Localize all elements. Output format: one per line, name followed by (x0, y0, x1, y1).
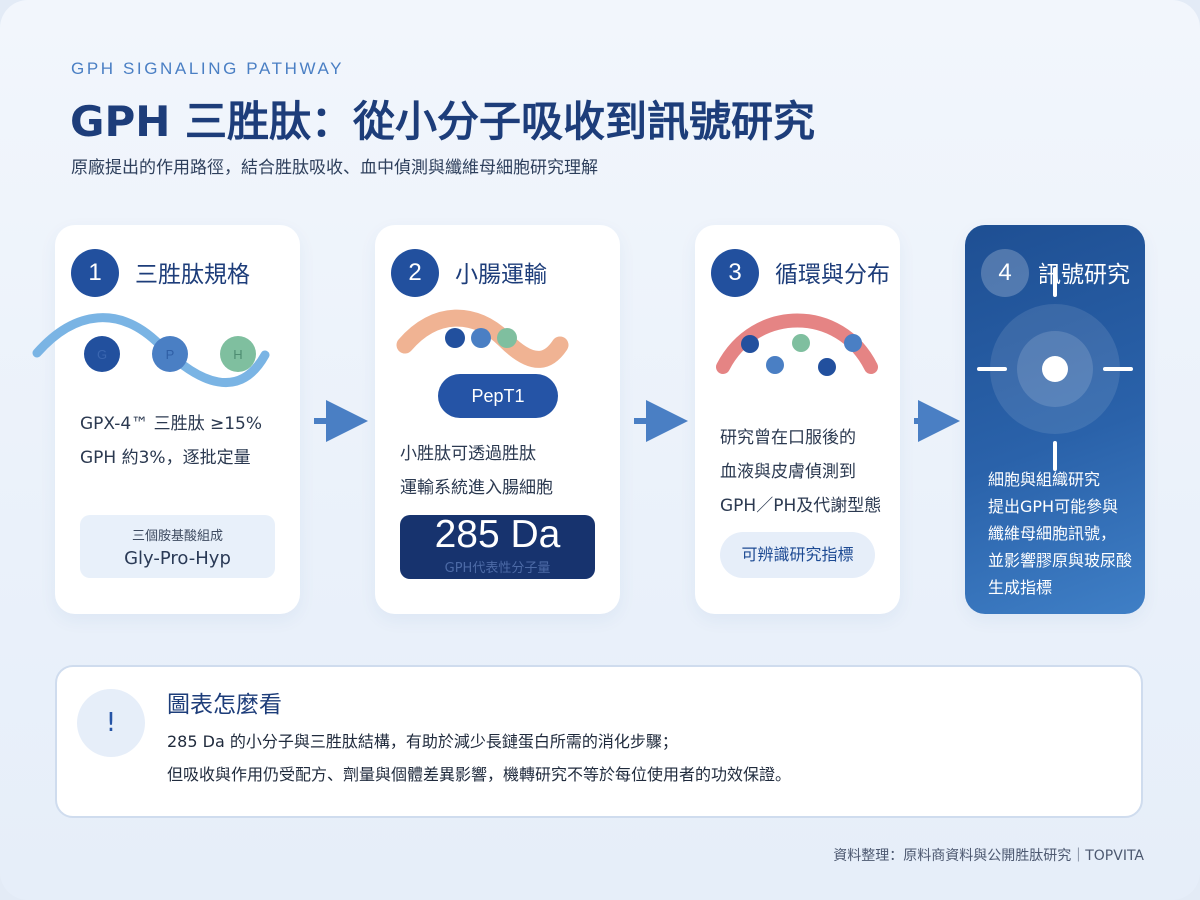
peptide-dot-icon (445, 328, 465, 348)
intestine-desc-line: 小胜肽可透過胜肽 (400, 444, 536, 464)
step-number-badge: 1 (71, 249, 119, 297)
circulation-desc-line: 血液與皮膚偵測到 (720, 462, 856, 482)
signal-target-icon (977, 267, 1133, 471)
panel-title: 圖表怎麼看 (167, 692, 282, 718)
spec-desc-line: GPX-4™ 三胜肽 ≥15% (80, 414, 263, 434)
panel-line: 但吸收與作用仍受配方、劑量與個體差異影響，機轉研究不等於每位使用者的功效保證。 (167, 765, 792, 784)
spec-desc-line: GPH 約3%，逐批定量 (80, 448, 251, 468)
how-to-read-panel: ! 圖表怎麼看 285 Da 的小分子與三胜肽結構，有助於減少長鏈蛋白所需的消化… (55, 665, 1143, 818)
circulation-desc: 研究曾在口服後的 血液與皮膚偵測到 GPH／PH及代謝型態 (720, 421, 881, 523)
molecule-dot-icon (792, 334, 810, 352)
blood-vessel-illustration (716, 313, 878, 376)
signaling-desc-line: 並影響膠原與玻尿酸 (988, 551, 1133, 570)
molecule-p-label: P (166, 347, 175, 362)
signaling-desc-line: 細胞與組織研究 (988, 470, 1101, 489)
amino-acid-sequence: Gly-Pro-Hyp (124, 548, 231, 569)
molecular-weight-box: 285 Da GPH代表性分子量 (400, 515, 595, 579)
molecule-g-label: G (97, 347, 107, 362)
intestine-desc: 小胜肽可透過胜肽 運輸系統進入腸細胞 (400, 437, 553, 505)
signaling-desc-line: 生成指標 (988, 578, 1053, 597)
step-card-circulation: 3 循環與分布 研究曾在口服後的 血液與皮膚偵測到 GPH／PH及代謝型態 可辨… (695, 225, 900, 614)
circulation-desc-line: 研究曾在口服後的 (720, 428, 856, 448)
spec-desc: GPX-4™ 三胜肽 ≥15% GPH 約3%，逐批定量 (80, 407, 262, 475)
amino-acid-caption: 三個胺基酸組成 (131, 529, 223, 544)
circulation-desc-line: GPH／PH及代謝型態 (720, 496, 882, 516)
step-title: 循環與分布 (775, 262, 890, 288)
tripeptide-wave-illustration: G P H (32, 313, 270, 387)
research-marker-pill: 可辨識研究指標 (720, 532, 875, 578)
molecule-dot-icon (741, 335, 759, 353)
peptide-dot-icon (497, 328, 517, 348)
peptide-dot-icon (471, 328, 491, 348)
molecule-dot-icon (766, 356, 784, 374)
flow-arrow-icon (914, 400, 960, 442)
panel-line: 285 Da 的小分子與三胜肽結構，有助於減少長鏈蛋白所需的消化步驟； (167, 732, 678, 751)
molecule-h-icon (220, 336, 256, 372)
intestine-desc-line: 運輸系統進入腸細胞 (400, 478, 553, 498)
step-card-intestine: 2 小腸運輸 PepT1 小胜肽可透過胜肽 運輸系統進入腸細胞 285 Da G… (375, 225, 620, 614)
step-card-spec: 1 三胜肽規格 G P H GPX-4™ 三胜肽 ≥15% GPH 約3%，逐批… (32, 225, 300, 614)
step-card-signaling: 4 訊號研究 細胞與組織研究 提出GPH可能參與 纖維母細胞訊號， 並影響膠原與… (965, 225, 1145, 614)
molecule-p-icon (152, 336, 188, 372)
step-number-badge: 3 (711, 249, 759, 297)
step-title: 三胜肽規格 (135, 262, 250, 288)
page-title: GPH 三胜肽：從小分子吸收到訊號研究 (70, 97, 816, 146)
molecular-weight-value: 285 Da (434, 515, 561, 556)
amino-acid-box: 三個胺基酸組成 Gly-Pro-Hyp (80, 515, 275, 578)
step-number-badge: 4 (981, 249, 1029, 297)
molecule-h-label: H (233, 347, 242, 362)
exclamation-icon: ! (77, 689, 145, 757)
page-subtitle: 原廠提出的作用路徑，結合胜肽吸收、血中偵測與纖維母細胞研究理解 (71, 158, 598, 178)
pept1-transporter-badge: PepT1 (438, 374, 558, 418)
molecular-weight-caption: GPH代表性分子量 (444, 561, 551, 576)
signaling-desc-line: 提出GPH可能參與 (988, 497, 1119, 516)
intestine-illustration (396, 309, 569, 368)
flow-arrow-icon (314, 400, 368, 442)
source-footer: 資料整理：原料商資料與公開胜肽研究｜TOPVITA (833, 848, 1144, 864)
molecule-g-icon (84, 336, 120, 372)
eyebrow-label: GPH SIGNALING PATHWAY (71, 59, 345, 78)
molecule-dot-icon (844, 334, 862, 352)
step-number-badge: 2 (391, 249, 439, 297)
molecule-dot-icon (818, 358, 836, 376)
signaling-desc-line: 纖維母細胞訊號， (988, 524, 1117, 543)
flow-arrow-icon (634, 400, 688, 442)
signaling-desc: 細胞與組織研究 提出GPH可能參與 纖維母細胞訊號， 並影響膠原與玻尿酸 生成指… (988, 466, 1132, 601)
step-title: 小腸運輸 (455, 262, 547, 288)
